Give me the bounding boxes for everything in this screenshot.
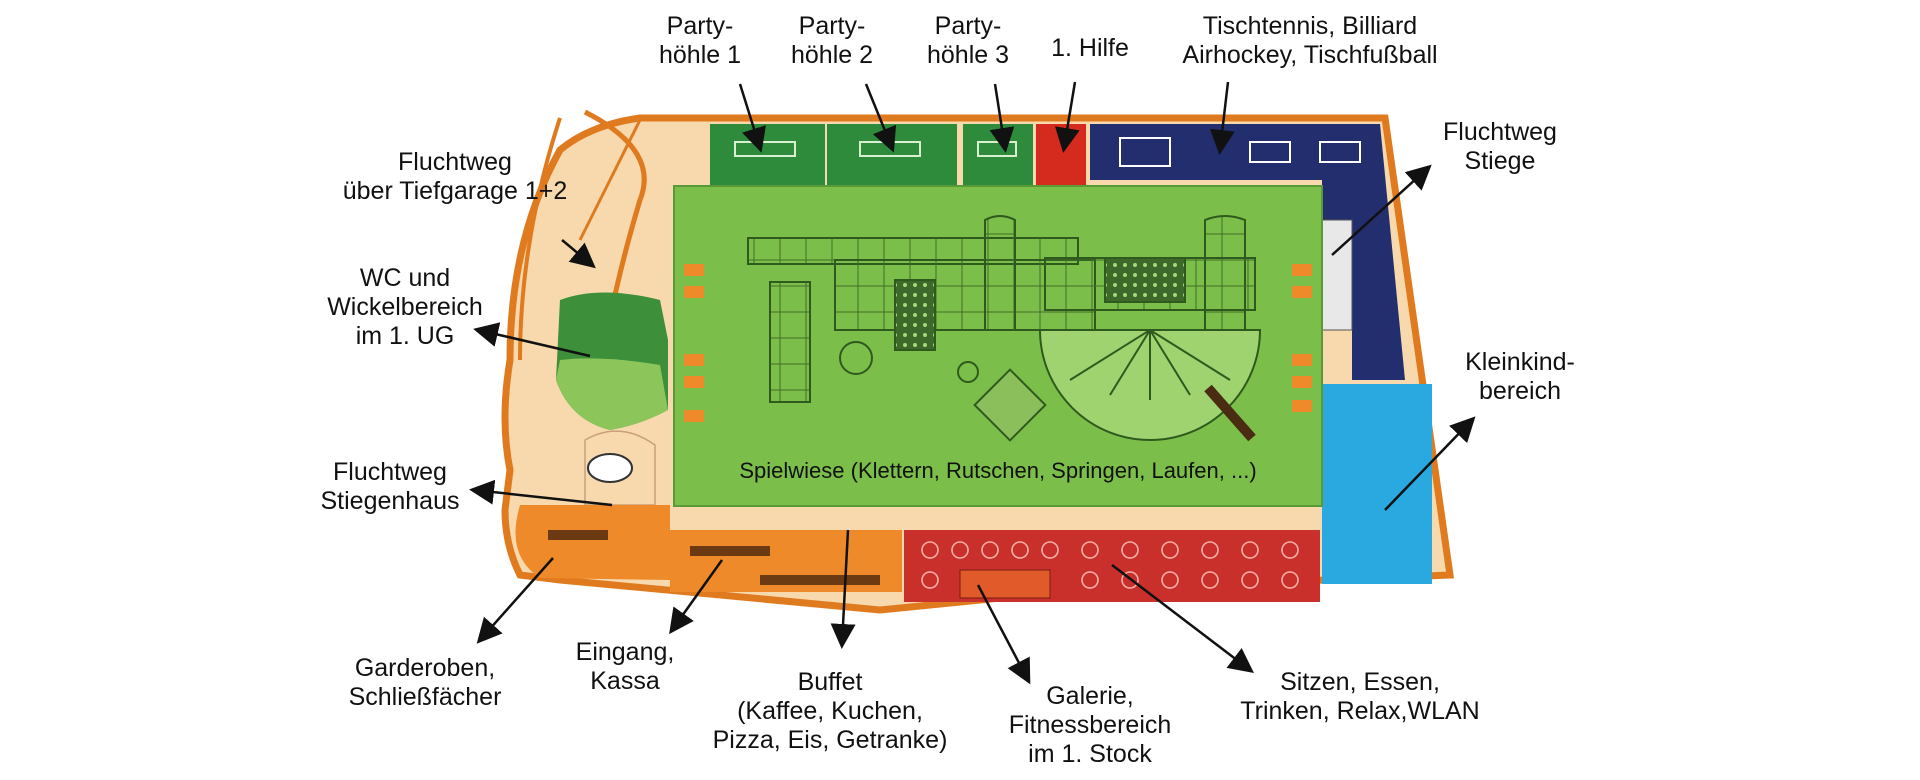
play-structures	[747, 215, 1262, 442]
seating-tables	[921, 541, 1299, 589]
garage-ramp-inner	[578, 119, 642, 241]
gallery-stairs	[959, 569, 1051, 599]
toddler-area[interactable]	[1322, 384, 1432, 584]
label-seating: Sitzen, Essen,Trinken, Relax,WLAN	[1240, 668, 1480, 725]
lockers	[548, 530, 608, 540]
stairwell-steps	[584, 430, 656, 506]
game-tables	[1119, 137, 1361, 167]
cloakroom[interactable]	[515, 505, 671, 580]
first-aid-room[interactable]	[1036, 124, 1086, 186]
escape-stairs	[1321, 219, 1353, 331]
label-party-cave-1: Party-höhle 1	[658, 12, 742, 69]
games-room[interactable]	[1090, 124, 1405, 380]
stairwell	[587, 453, 633, 483]
leader-arrows	[469, 81, 1476, 685]
buffet-counter	[690, 546, 770, 556]
play-meadow-label: Spielwiese (Klettern, Rutschen, Springen…	[739, 458, 1256, 483]
wc-changing	[556, 358, 668, 430]
label-cloakroom: Garderoben,Schließfächer	[348, 654, 502, 711]
garage-ramp-outer	[518, 117, 562, 361]
buffet-counter-2	[760, 575, 880, 585]
label-entrance: Eingang,Kassa	[575, 638, 675, 695]
meadow-benches	[684, 264, 1312, 422]
label-first-aid: 1. Hilfe	[1051, 34, 1129, 62]
label-toddler: Kleinkind-bereich	[1465, 348, 1575, 405]
label-party-cave-3: Party-höhle 3	[926, 12, 1010, 69]
label-buffet: Buffet(Kaffee, Kuchen,Pizza, Eis, Getran…	[712, 668, 948, 754]
label-party-cave-2: Party-höhle 2	[790, 12, 874, 69]
